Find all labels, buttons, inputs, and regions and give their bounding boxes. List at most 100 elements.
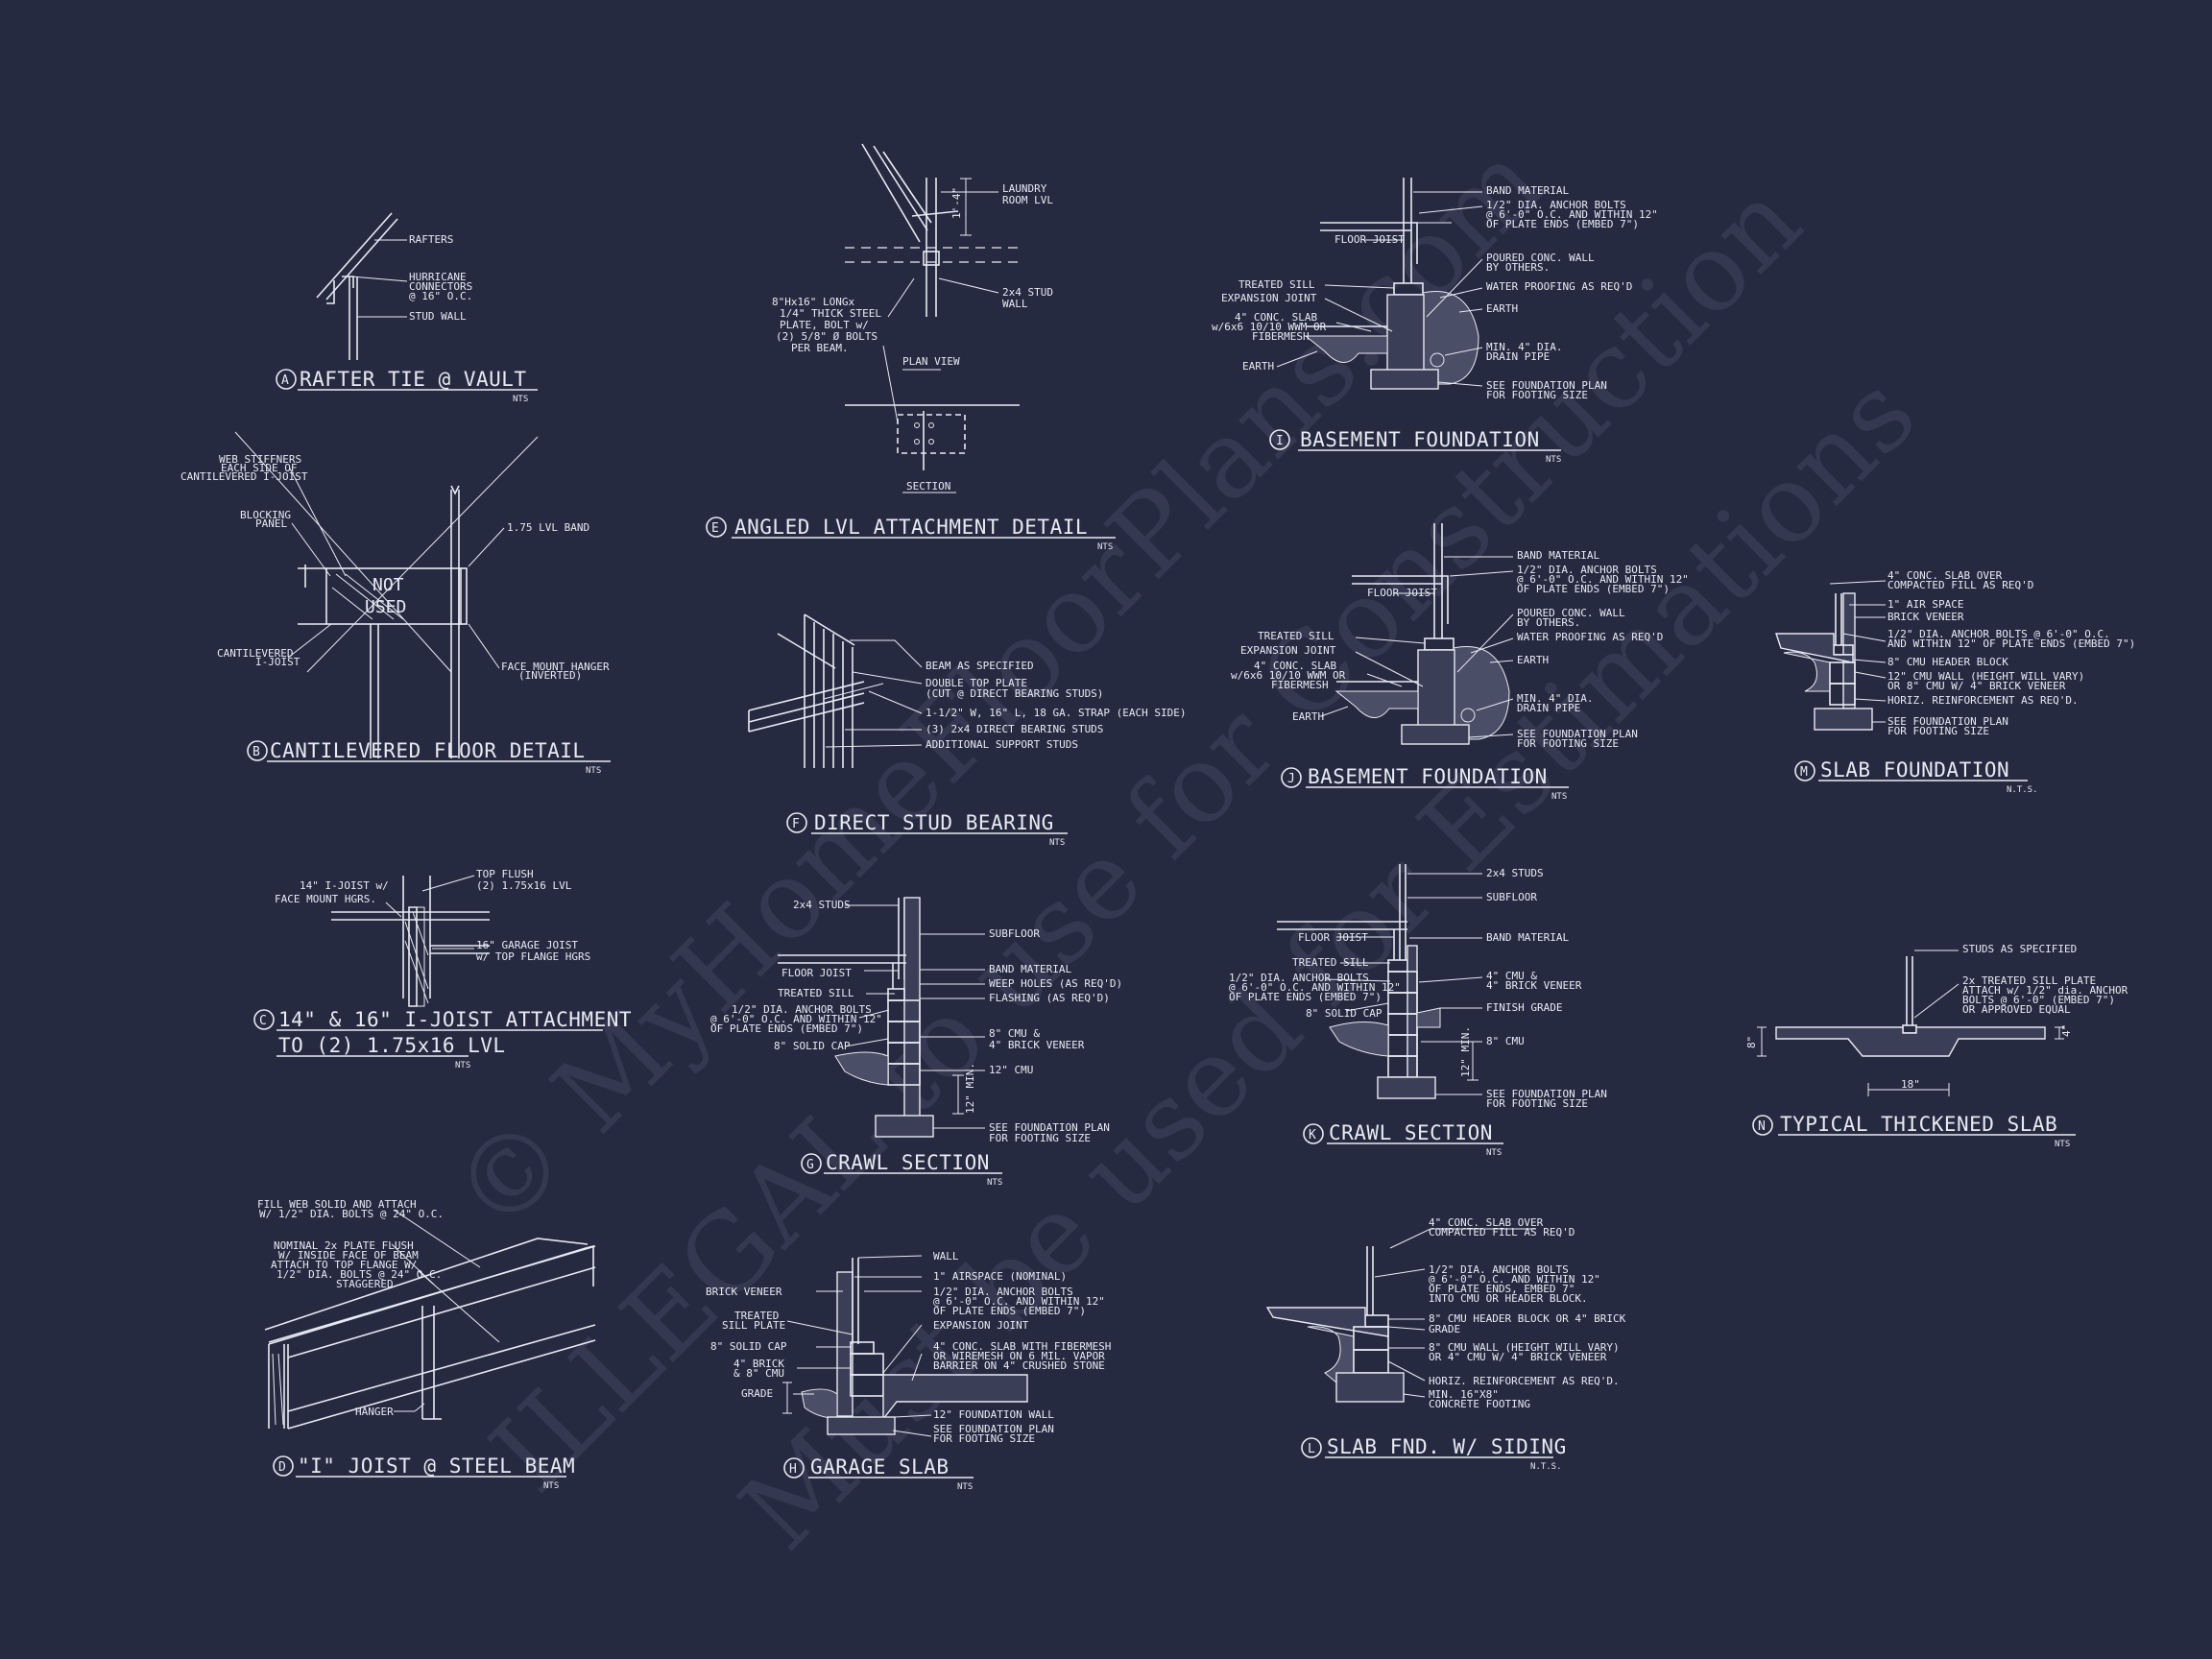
note-n-2: ATTACH w/ 1/2" dia. ANCHOR [1962,984,2128,997]
note-b-2: CANTILEVERED I-JOIST [180,470,308,483]
note-l-5: INTO CMU OR HEADER BLOCK. [1429,1292,1588,1305]
note-b-5: 1.75 LVL BAND [507,521,589,534]
note-n-0: STUDS AS SPECIFIED [1962,943,2077,955]
note-k-4: TREATED SILL [1292,956,1369,969]
note-c-0: 14" I-JOIST w/ [300,879,389,892]
note-g-10: 8" SOLID CAP [774,1040,851,1052]
nts-c: NTS [455,1061,470,1070]
note-l-11: MIN. 16"X8" [1429,1388,1499,1401]
detail-b: NOT USED WEB STIFFNERS EACH SIDE OF CANT… [180,431,611,776]
note-l-0: 4" CONC. SLAB OVER [1429,1216,1544,1229]
note-j-4: FLOOR JOIST [1367,587,1437,599]
note-d-0: FILL WEB SOLID AND ATTACH [257,1198,417,1211]
note-e-8: (2) 5/8" Ø BOLTS [776,330,878,343]
note-f-2: (CUT @ DIRECT BEARING STUDS) [926,687,1103,700]
note-a-2: CONNECTORS [409,280,472,293]
note-k-5: 1/2" DIA. ANCHOR BOLTS [1229,972,1369,984]
tag-circle-i [1269,429,1290,450]
note-c-4: 16" GARAGE JOIST [476,939,578,951]
note-d-3: W/ INSIDE FACE OF BEAM [278,1249,419,1262]
tag-circle-j [1281,767,1302,788]
nts-h: NTS [957,1482,973,1492]
note-l-12: CONCRETE FOOTING [1429,1398,1530,1410]
note-b-1: EACH SIDE OF [221,462,297,474]
note-f-4: (3) 2x4 DIRECT BEARING STUDS [926,723,1103,735]
note-i-3: OF PLATE ENDS (EMBED 7") [1486,218,1639,230]
note-l-7: GRADE [1429,1323,1460,1335]
note-k-9: 4" BRICK VENEER [1486,979,1582,992]
title-c: 14" & 16" I-JOIST ATTACHMENT [278,1008,632,1031]
title-a: RAFTER TIE @ VAULT [300,368,527,391]
note-h-13: 4" BRICK [733,1358,784,1370]
note-i-17: SEE FOUNDATION PLAN [1486,379,1607,392]
note-c-3: (2) 1.75x16 LVL [476,879,572,892]
tag-b: B [252,745,260,759]
note-m-5: AND WITHIN 12" OF PLATE ENDS (EMBED 7") [1887,637,2135,650]
note-f-3: 1-1/2" W, 16" L, 18 GA. STRAP (EACH SIDE… [926,707,1187,719]
tag-l: L [1308,1442,1315,1456]
tag-circle-f [786,812,807,833]
note-e-11: SECTION [906,480,950,493]
note-g-13: 12" CMU [989,1064,1033,1076]
note-j-1: 1/2" DIA. ANCHOR BOLTS [1517,564,1657,576]
note-e-3: 2x4 STUD [1002,286,1053,299]
note-j-2: @ 6'-0" O.C. AND WITHIN 12" [1517,573,1689,586]
note-j-0: BAND MATERIAL [1517,549,1599,562]
note-e-9: PER BEAM. [791,342,849,354]
note-e-10: PLAN VIEW [902,355,960,368]
detail-m: 4" CONC. SLAB OVER COMPACTED FILL AS REQ… [1775,569,2135,795]
note-k-13: 12" MIN. [1459,1026,1472,1077]
watermark: © MyHomeFloorPlans.com ILLEGAL to use fo… [429,120,1939,1574]
note-e-0: LAUNDRY [1002,182,1047,195]
note-j-11: 4" CONC. SLAB [1254,660,1336,672]
note-l-6: 8" CMU HEADER BLOCK OR 4" BRICK [1429,1312,1626,1325]
note-j-15: DRAIN PIPE [1517,702,1580,714]
note-n-3: BOLTS @ 6'-0" (EMBED 7") [1962,994,2115,1006]
note-k-14: SEE FOUNDATION PLAN [1486,1088,1607,1100]
note-h-5: OF PLATE ENDS (EMBED 7") [933,1305,1086,1317]
nts-n: NTS [2055,1140,2070,1149]
tag-circle-l [1301,1437,1322,1458]
note-j-14: MIN. 4" DIA. [1517,692,1593,705]
title-k: CRAWL SECTION [1329,1121,1493,1144]
note-j-3: OF PLATE ENDS (EMBED 7") [1517,583,1670,595]
note-i-10: EARTH [1486,302,1518,315]
note-l-8: 8" CMU WALL (HEIGHT WILL VARY) [1429,1341,1620,1354]
note-h-7: SILL PLATE [722,1319,785,1332]
note-k-3: BAND MATERIAL [1486,931,1569,944]
note-g-11: 8" CMU & [989,1027,1040,1040]
tag-g: G [806,1158,814,1172]
note-g-6: 1/2" DIA. ANCHOR BOLTS [732,1003,872,1016]
note-h-18: FOR FOOTING SIZE [933,1432,1035,1445]
nts-a: NTS [513,395,528,404]
nts-b: NTS [586,766,601,776]
note-j-16: EARTH [1292,710,1324,723]
note-h-9: 8" SOLID CAP [710,1340,787,1353]
nts-g: NTS [987,1178,1002,1188]
note-c-2: TOP FLUSH [476,868,534,880]
detail-f: BEAM AS SPECIFIED DOUBLE TOP PLATE (CUT … [748,613,1187,848]
tag-n: N [1758,1119,1766,1134]
nts-k: NTS [1486,1148,1502,1158]
note-j-18: FOR FOOTING SIZE [1517,737,1619,750]
note-c-5: w/ TOP FLANGE HGRS [476,950,590,963]
note-a-4: STUD WALL [409,310,467,323]
tag-f: F [792,817,800,831]
note-b-10: NOT [373,575,404,595]
note-b-3: BLOCKING [240,509,291,521]
detail-i: BAND MATERIAL 1/2" DIA. ANCHOR BOLTS @ 6… [1212,178,1658,465]
note-h-16: 12" FOUNDATION WALL [933,1408,1054,1421]
note-h-8: EXPANSION JOINT [933,1319,1029,1332]
nts-e: NTS [1097,542,1113,552]
title-l: SLAB FND. W/ SIDING [1327,1435,1567,1458]
note-l-4: OF PLATE ENDS, EMBED 7" [1429,1283,1575,1295]
note-k-15: FOR FOOTING SIZE [1486,1097,1588,1110]
nts-i: NTS [1546,455,1561,465]
note-k-10: 8" SOLID CAP [1306,1007,1382,1020]
note-j-10: EARTH [1517,654,1549,666]
note-b-9: (INVERTED) [518,669,582,682]
note-m-8: OR 8" CMU W/ 4" BRICK VENEER [1887,680,2066,692]
note-i-16: EARTH [1242,360,1274,373]
note-d-5: 1/2" DIA. BOLTS @ 24" O.C. [276,1268,442,1281]
tag-d: D [278,1460,286,1475]
